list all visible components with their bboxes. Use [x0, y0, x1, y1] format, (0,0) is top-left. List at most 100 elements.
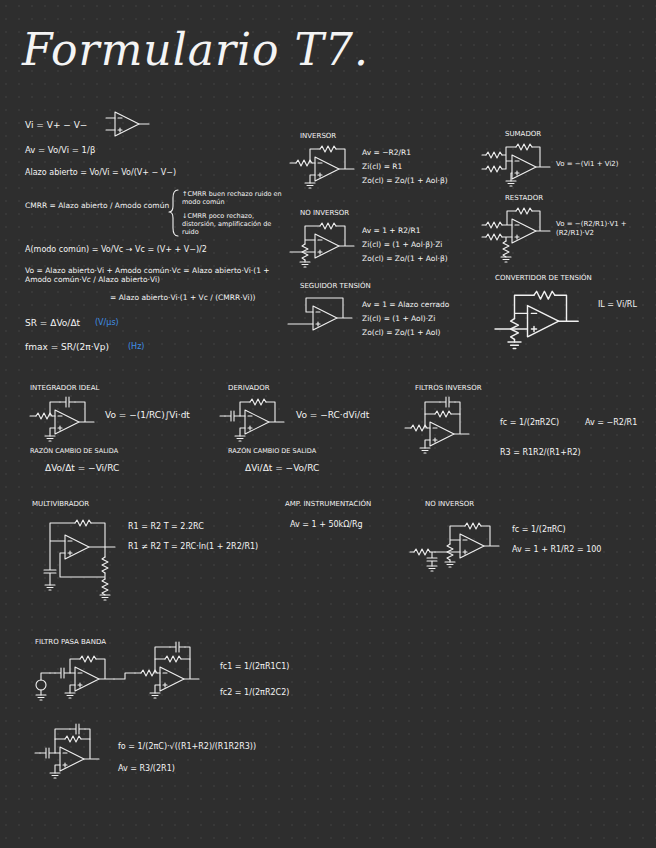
schematic-stroke: [512, 155, 536, 179]
schematic-stroke: [220, 399, 284, 441]
inverting-amp-schematic: [290, 146, 354, 188]
formula-text: (V/μs): [95, 318, 119, 328]
schematic-stroke: [288, 298, 352, 330]
schematic-stroke: [44, 523, 115, 585]
formula-text: ΔVo/Δt = −Vi/RC: [45, 463, 119, 474]
schematic-stroke: [486, 234, 502, 240]
schematic-stroke: [414, 549, 430, 555]
formula-text: Vo = Alazo abierto·Vi + Amodo común·Vc =…: [25, 266, 280, 285]
schematic-stroke: [100, 595, 110, 600]
formula-text: Av = 1 + R2/R1: [362, 226, 421, 235]
differentiator-schematic: [220, 399, 284, 441]
formula-text: Zo(cl) = Zo/(1 + Aol·β): [362, 176, 448, 185]
schematic-stroke: [512, 219, 536, 243]
formula-text: Alazo abierto = Vo/Vi = Vo/(V+ − V−): [25, 168, 176, 178]
formula-text: IL = Vi/RL: [598, 300, 637, 310]
formula-text: Zi(cl) = (1 + Aol)·Zi: [362, 314, 435, 323]
schematic-stroke: [36, 695, 46, 700]
noninverting-filter-schematic: [410, 523, 499, 571]
schematic-stroke: [486, 152, 502, 158]
schematic-stroke: [427, 566, 437, 571]
formula-text: Av = 1 + 50kΩ/Rg: [290, 520, 363, 530]
formula-text: AMP. INSTRUMENTACIÓN: [285, 500, 371, 509]
schematic-stroke: [35, 736, 99, 778]
formula-text: SEGUIDOR TENSIÓN: [300, 282, 371, 291]
schematic-stroke: [503, 241, 509, 257]
schematic-stroke: [440, 397, 455, 407]
formula-text: A(modo común) = Vo/Vc → Vc = (V+ + V−)/2: [25, 245, 207, 255]
formula-text: fc = 1/(2πRC): [512, 525, 566, 535]
formula-text: NO INVERSOR: [300, 209, 349, 218]
formula-text: ΔVi/Δt = −Vo/RC: [245, 463, 319, 474]
schematic-stroke: [106, 118, 149, 130]
formula-text: MULTIVIBRADOR: [32, 500, 89, 509]
formula-text: CMRR = Alazo abierto / Amodo común: [25, 201, 169, 210]
formula-text: Av = −R2/R1: [585, 418, 637, 428]
schematic-stroke: [55, 729, 90, 739]
schematic-stroke: [501, 257, 511, 262]
schematic-stroke: [50, 656, 114, 698]
formula-text: DERIVADOR: [228, 384, 270, 393]
formula-text: Av = −R2/R1: [362, 148, 411, 157]
difference-amp-schematic: [482, 208, 550, 262]
formula-text: RAZÓN CAMBIO DE SALIDA: [228, 447, 316, 455]
schematic-stroke: [70, 724, 85, 734]
noninverting-amp-schematic: [290, 223, 354, 267]
formula-text: Vi = V+ − V−: [25, 120, 87, 131]
formula-text: SUMADOR: [505, 130, 541, 139]
formula-text: (Hz): [128, 342, 144, 352]
schematic-stroke: [425, 402, 460, 414]
schematic-stroke: [506, 181, 516, 186]
formula-text: Zo(cl) = Zo/(1 + Aol): [362, 328, 440, 337]
formula-text: NO INVERSOR: [425, 500, 474, 509]
formula-text: Av = R3/(2R1): [118, 764, 175, 774]
formula-text: Vo = −(R2/R1)·V1 + (R2/R1)·V2: [556, 220, 646, 238]
opamp-symbol: [106, 112, 149, 136]
formula-text: fo = 1/(2πC)·√((R1+R2)/(R1R2R3)): [118, 742, 256, 752]
formula-text: FILTRO PASA BANDA: [35, 638, 106, 647]
formula-text: fc = 1/(2πR2C): [500, 418, 559, 428]
formula-text: R3 = R1R2/(R1+R2): [500, 448, 581, 458]
formula-text: fc2 = 1/(2πR2C2): [220, 688, 289, 698]
bandpass-filter-schematic: [36, 642, 199, 700]
formula-text: Vo = −(Vi1 + Vi2): [556, 160, 619, 169]
schematic-stroke: [102, 579, 108, 595]
formula-text: fmax = SR/(2π·Vp): [25, 342, 109, 353]
bandpass-filter-schematic: [35, 724, 99, 778]
schematic-stroke: [482, 211, 550, 241]
formula-text: = Alazo abierto·Vi·(1 + Vc / (CMRR·Vi)): [110, 293, 256, 302]
schematic-stroke: [516, 144, 532, 150]
formula-text: R1 ≠ R2 T = 2RC·ln(1 + 2R2/R1): [128, 542, 258, 552]
formula-text: fc1 = 1/(2πR1C1): [220, 662, 289, 672]
schematic-stroke: [290, 146, 354, 188]
schematic-stroke: [75, 520, 91, 526]
formula-text: Vo = −(1/RC)∫Vi·dt: [105, 410, 190, 421]
formula-text: Vo = −RC·dVi/dt: [296, 410, 369, 421]
formula-text: Zi(cl) = R1: [362, 162, 402, 171]
formula-text: FILTROS INVERSOR: [415, 384, 482, 393]
formula-text: INTEGRADOR IDEAL: [30, 384, 99, 393]
schematic-stroke: [170, 642, 185, 652]
formula-text: INVERSOR: [300, 132, 336, 141]
formula-text: RESTADOR: [505, 194, 543, 203]
formula-text: ↓CMRR poco rechazo, distorsión, amplific…: [182, 212, 287, 236]
schematic-stroke: [410, 552, 437, 566]
inverting-filter-schematic: [405, 397, 469, 453]
schematic-stroke: [486, 166, 502, 172]
schematic-stroke: [516, 208, 532, 214]
formula-text: ↑CMRR buen rechazo ruido en modo común: [182, 190, 287, 206]
formula-text: Av = 1 = Alazo cerrado: [362, 300, 449, 309]
formula-text: CONVERTIDOR DE TENSIÓN: [495, 274, 592, 283]
formula-text: SR = ΔVo/Δt: [25, 318, 80, 329]
formula-text: Zo(cl) = Zo/(1 + Aol·β): [362, 254, 448, 263]
follower-schematic: [288, 298, 352, 330]
formula-text: Av = 1 + R1/R2 = 100: [512, 545, 601, 555]
summing-amp-schematic: [482, 144, 550, 186]
schematic-stroke: [45, 585, 55, 590]
voltage-converter-schematic: [495, 291, 578, 348]
schematic-stroke: [115, 112, 139, 136]
schematic-stroke: [486, 222, 502, 228]
